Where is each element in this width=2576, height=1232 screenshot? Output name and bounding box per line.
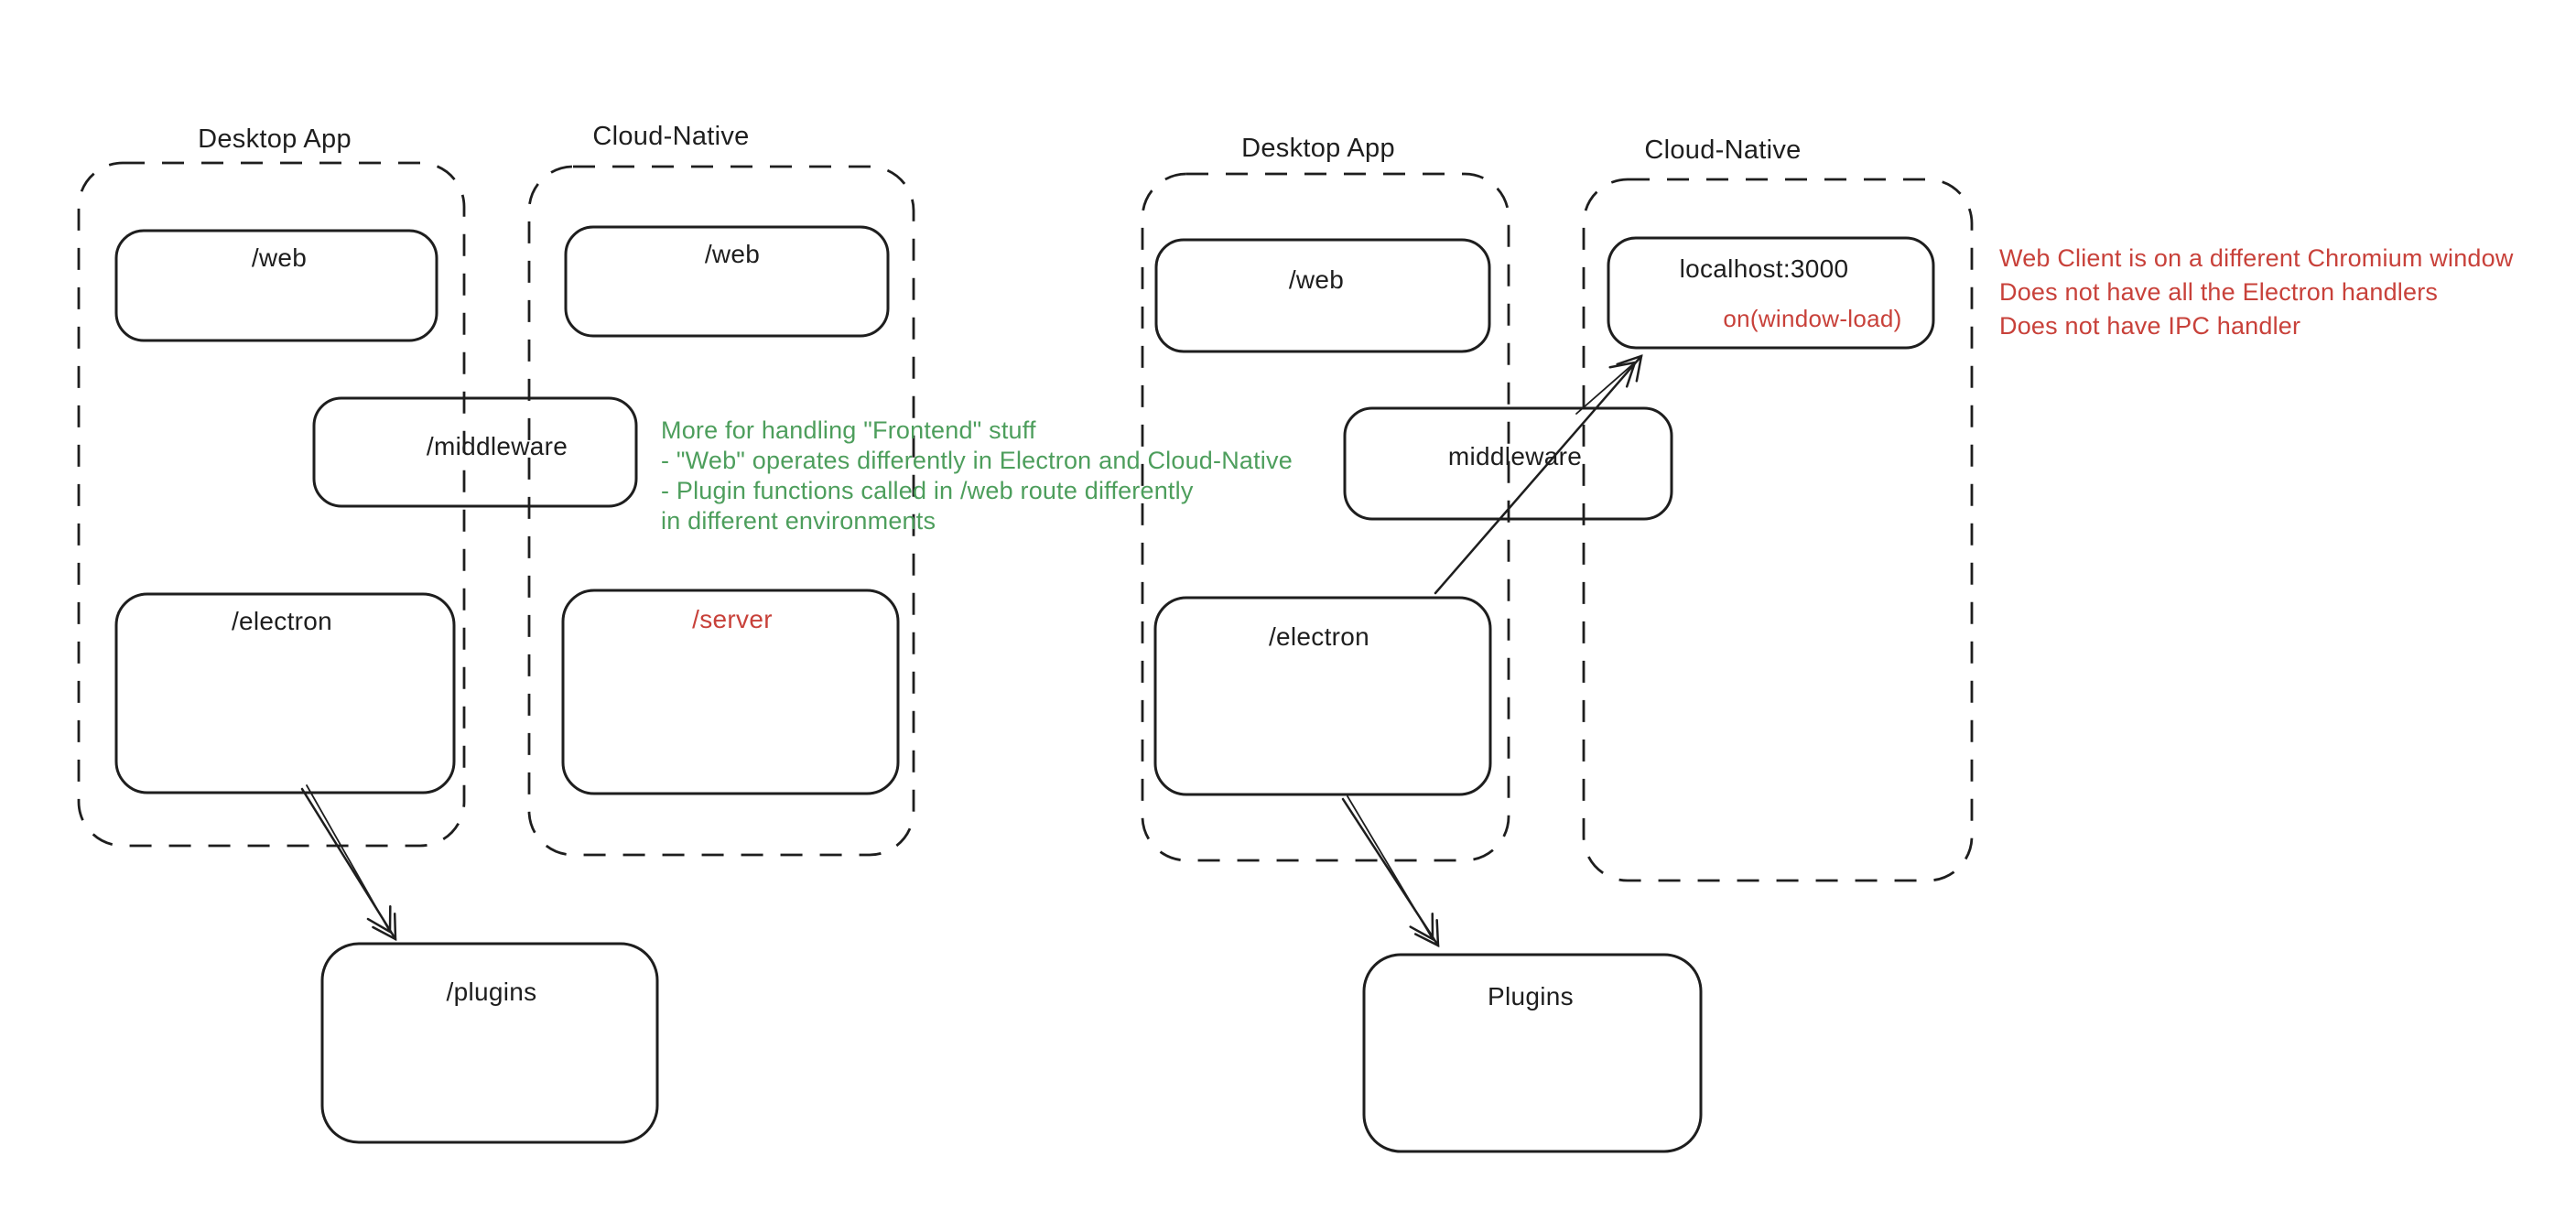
container-title-cloud-right: Cloud-Native: [1644, 135, 1802, 165]
label-plugins-left: /plugins: [446, 978, 537, 1006]
box-web-left-cloud: [564, 225, 890, 338]
box-plugins-left: [320, 942, 659, 1144]
annotation-web-client-note: Web Client is on a different Chromium wi…: [1999, 242, 2514, 343]
annotation-line: - Plugin functions called in /web route …: [661, 477, 1194, 504]
container-cloud-native-right: [1582, 178, 1974, 882]
box-electron-right: [1153, 596, 1492, 796]
annotation-line: Does not have all the Electron handlers: [1999, 278, 2439, 306]
box-localhost-right: [1607, 236, 1935, 350]
arrow-electron-to-localhost-right: [1434, 354, 1643, 595]
label-web-right: /web: [1288, 265, 1345, 294]
container-title-cloud-left: Cloud-Native: [592, 122, 750, 151]
label-electron-left: /electron: [231, 607, 333, 635]
label-web-left-desktop: /web: [251, 243, 308, 272]
label-localhost-right: localhost:3000: [1679, 254, 1849, 283]
box-electron-left: [114, 592, 456, 794]
arrow-electron-to-localhost-right-sketch-stroke: [1575, 361, 1637, 415]
container-desktop-app-right: [1141, 172, 1510, 862]
arrow-electron-to-plugins-right-sketch-stroke: [1347, 795, 1434, 942]
annotation-line: Does not have IPC handler: [1999, 312, 2301, 340]
annotation-line: in different environments: [661, 507, 936, 535]
label-web-left-cloud: /web: [704, 240, 761, 268]
container-desktop-app-left: [77, 161, 466, 848]
label-onload-right: on(window-load): [1723, 305, 1902, 332]
label-server-left: /server: [692, 605, 773, 633]
container-cloud-native-left: [527, 165, 915, 857]
label-plugins-right: Plugins: [1488, 982, 1574, 1010]
annotation-middleware-note: More for handling "Frontend" stuff - "We…: [661, 416, 1293, 536]
box-plugins-right: [1362, 953, 1703, 1153]
container-title-desktop-right: Desktop App: [1241, 134, 1395, 163]
label-electron-right: /electron: [1268, 622, 1370, 651]
box-web-left-desktop: [114, 229, 438, 342]
box-server-left: [561, 589, 900, 795]
box-middleware-left: [312, 396, 638, 508]
annotation-line: Web Client is on a different Chromium wi…: [1999, 244, 2514, 272]
arrow-electron-to-plugins-left-sketch-stroke: [306, 784, 392, 935]
annotation-line: - "Web" operates differently in Electron…: [661, 447, 1293, 474]
container-title-desktop-left: Desktop App: [198, 124, 352, 154]
box-web-right: [1154, 238, 1491, 353]
label-middleware-right: middleware: [1447, 442, 1583, 470]
label-middleware-left: /middleware: [426, 432, 568, 460]
annotation-line: More for handling "Frontend" stuff: [661, 416, 1036, 444]
